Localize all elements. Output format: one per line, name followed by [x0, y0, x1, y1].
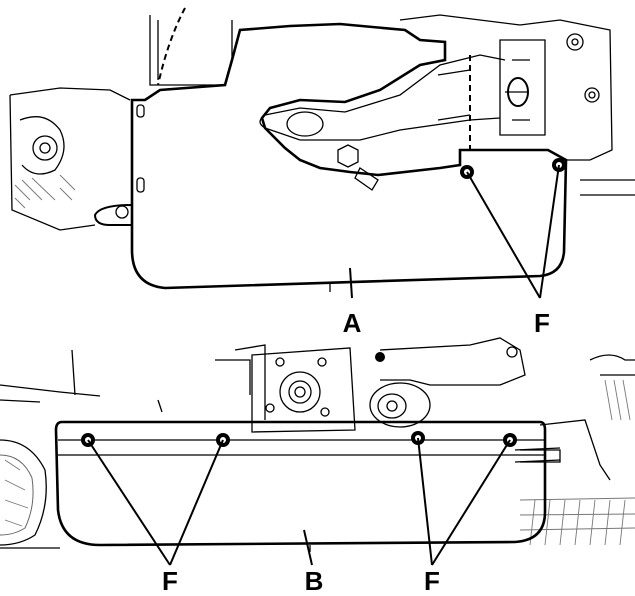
leader-lines-bottom — [87, 437, 511, 566]
shield-a — [93, 22, 568, 292]
callout-f-bottom-left: F — [162, 566, 178, 596]
shield-b — [54, 420, 561, 552]
callout-f-bottom-right: F — [424, 566, 440, 596]
top-assembly-background — [9, 7, 635, 231]
bottom-assembly-background — [0, 337, 635, 549]
leader-lines-top — [349, 164, 560, 299]
callout-b: B — [305, 566, 324, 596]
callout-a: A — [343, 308, 362, 338]
callout-f-top: F — [534, 308, 550, 338]
